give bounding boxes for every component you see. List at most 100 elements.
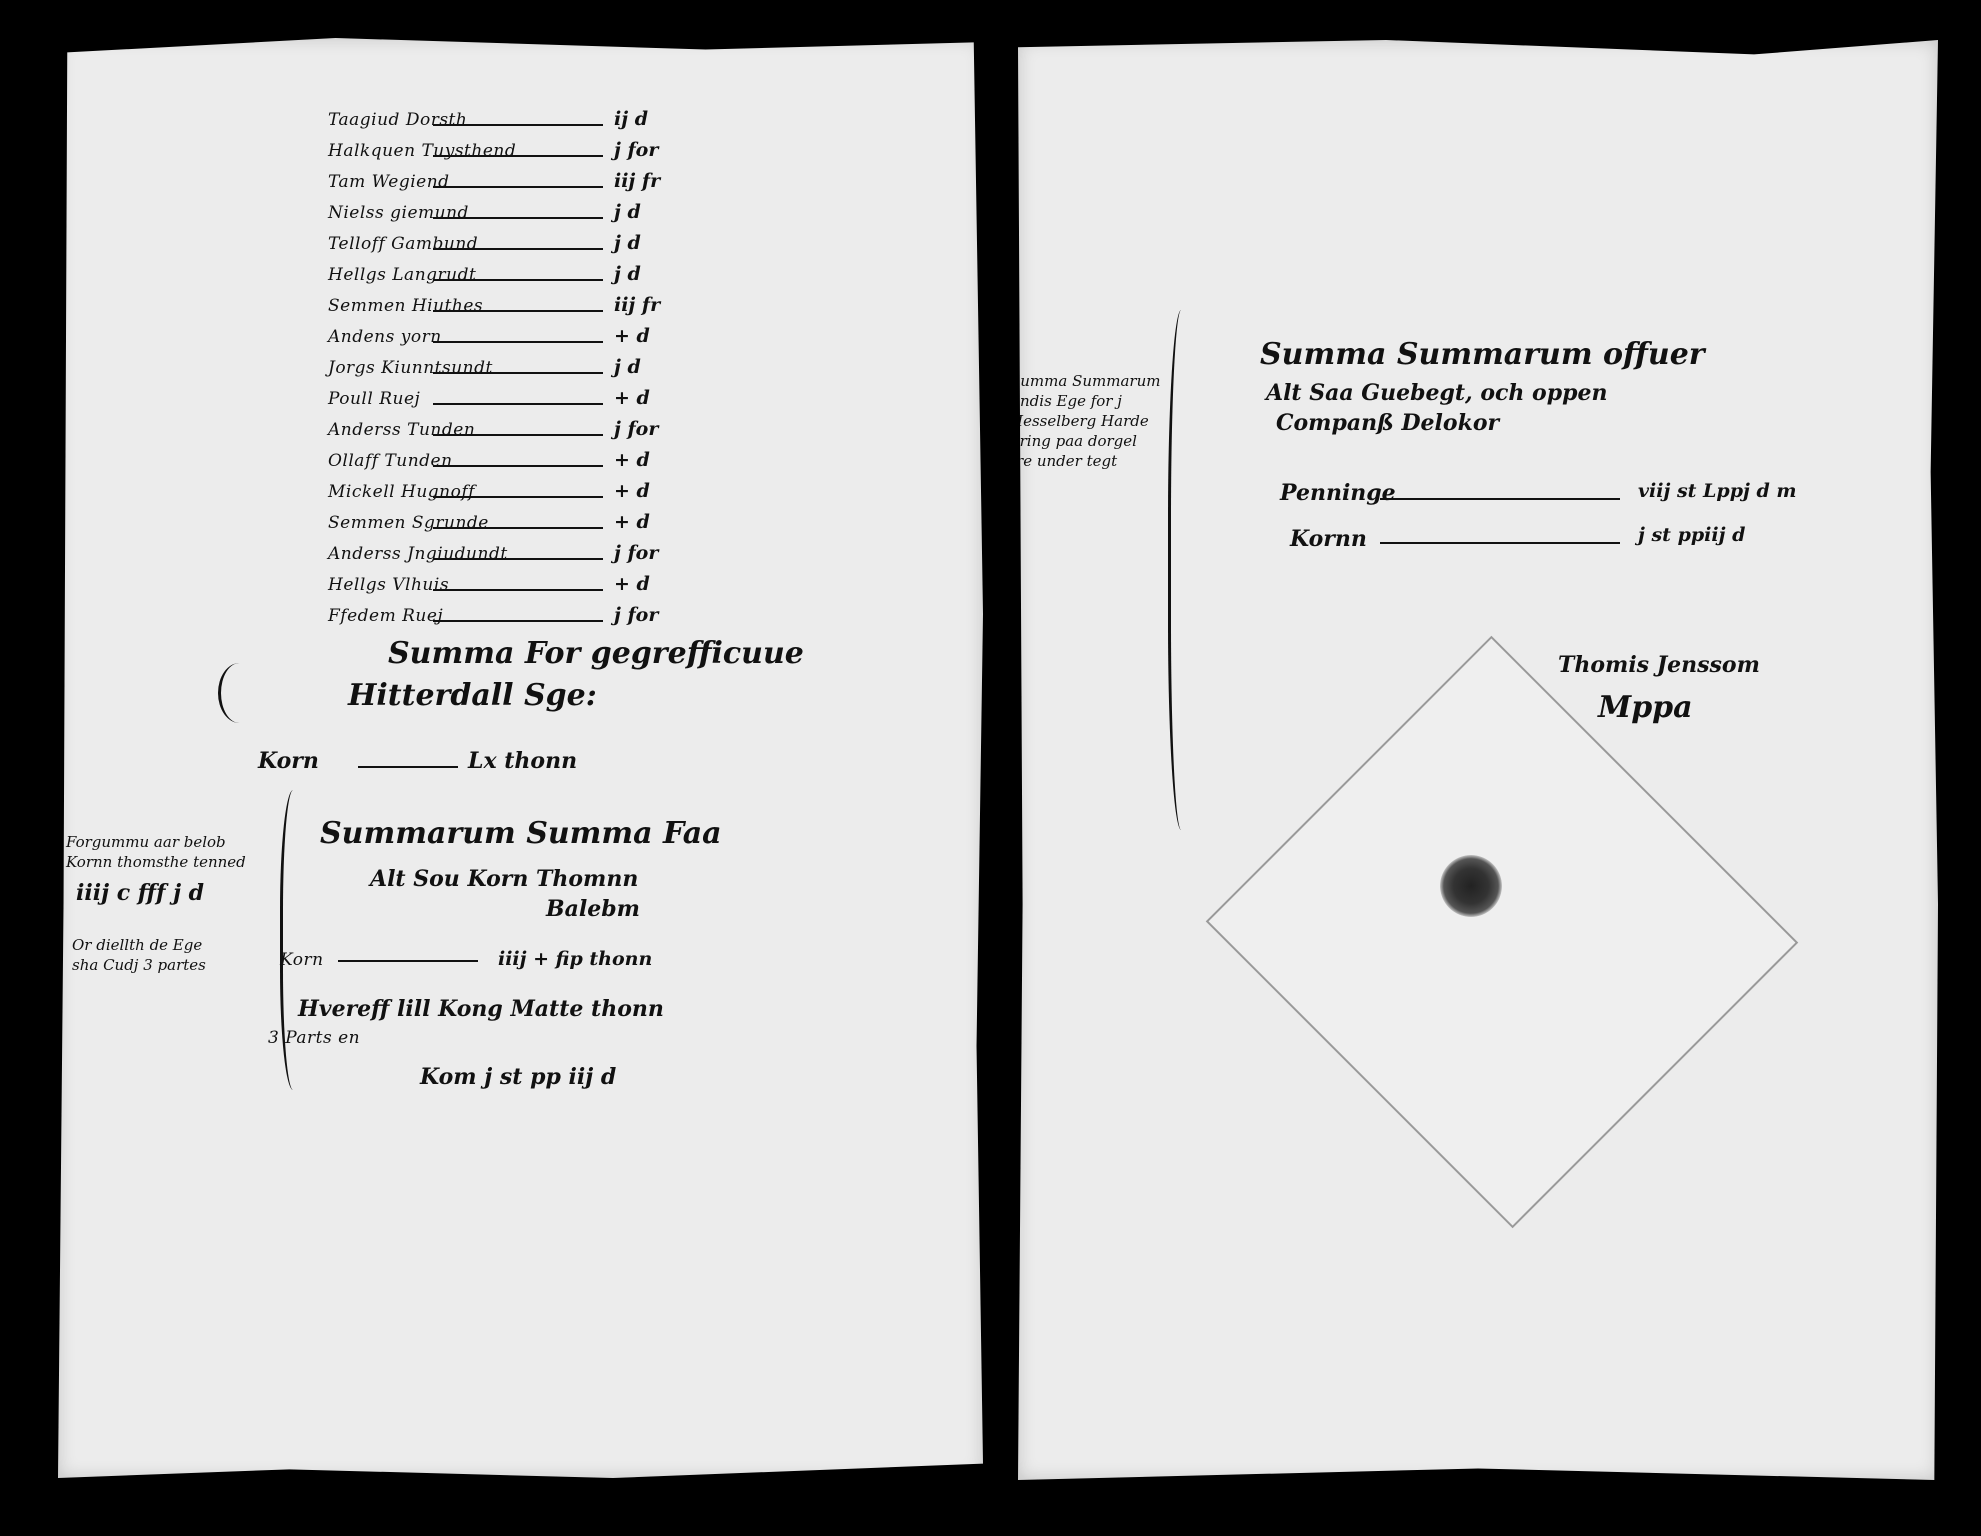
margin-note-3: Or diellth de Ege xyxy=(72,936,203,954)
entry-amount: j d xyxy=(614,232,641,254)
summarum-line-2: Alt Sou Korn Thomnn xyxy=(370,866,639,892)
side-note-5: tre under tegt xyxy=(1010,452,1118,470)
korn-rule xyxy=(358,766,458,768)
signature-2: Mppa xyxy=(1598,690,1693,725)
summarum-line-3: Balebm xyxy=(546,896,640,922)
row2-rule xyxy=(1380,542,1620,544)
entry-rule xyxy=(433,155,603,157)
entry-amount: iij fr xyxy=(614,294,661,316)
korn-line-label: Korn xyxy=(280,950,324,970)
ledger-entry: Ollaff Tunden + d xyxy=(58,449,983,479)
entry-amount: j for xyxy=(614,139,659,161)
entry-name: Taagiud Dorsth xyxy=(328,110,468,130)
entry-rule xyxy=(433,434,603,436)
entry-rule xyxy=(433,465,603,467)
ledger-entry: Semmen Sgrunde + d xyxy=(58,511,983,541)
entry-amount: j for xyxy=(614,542,659,564)
entry-amount: iij fr xyxy=(614,170,661,192)
row1-label: Penninge xyxy=(1280,480,1396,506)
entry-amount: j d xyxy=(614,356,641,378)
side-note-1: Summa Summarum xyxy=(1010,372,1161,390)
entry-rule xyxy=(433,186,603,188)
ledger-entry: Ffedem Ruej j for xyxy=(58,604,983,634)
korn-value: Lx thonn xyxy=(468,748,578,774)
ledger-entry: Mickell Hugnoff + d xyxy=(58,480,983,510)
ledger-entry: Taagiud Dorsth ij d xyxy=(58,108,983,138)
row2-value: j st ppiij d xyxy=(1638,524,1746,546)
entry-rule xyxy=(433,620,603,622)
entry-rule xyxy=(433,527,603,529)
entry-amount: ij d xyxy=(614,108,648,130)
korn-line-rule xyxy=(338,960,478,962)
row2-label: Kornn xyxy=(1290,526,1367,552)
entry-name: Semmen Hiuthes xyxy=(328,296,484,316)
margin-note-1: Forgummu aar belob xyxy=(66,833,226,851)
ledger-entry: Halkquen Tuysthend j for xyxy=(58,139,983,169)
wax-seal xyxy=(1440,855,1502,917)
entry-rule xyxy=(433,372,603,374)
entry-name: Jorgs Kiunntsundt xyxy=(328,358,493,378)
entry-amount: j for xyxy=(614,418,659,440)
ledger-entry: Jorgs Kiunntsundt j d xyxy=(58,356,983,386)
entry-rule xyxy=(433,279,603,281)
entry-amount: j d xyxy=(614,201,641,223)
ledger-entry: Telloff Gambund j d xyxy=(58,232,983,262)
entry-amount: + d xyxy=(614,325,650,347)
right-heading-2: Alt Saa Guebegt, och oppen xyxy=(1266,380,1608,406)
entry-name: Anderss Jngiudundt xyxy=(328,544,508,564)
entry-name: Poull Ruej xyxy=(328,389,421,409)
entry-amount: + d xyxy=(614,480,650,502)
summa-brace xyxy=(1168,310,1201,830)
entry-amount: + d xyxy=(614,511,650,533)
entry-amount: + d xyxy=(614,387,650,409)
side-note-4: bring paa dorgel xyxy=(1010,432,1137,450)
entry-amount: j for xyxy=(614,604,659,626)
entry-name: Telloff Gambund xyxy=(328,234,479,254)
ledger-entry: Hellgs Langrudt j d xyxy=(58,263,983,293)
entry-rule xyxy=(433,496,603,498)
row1-rule xyxy=(1380,498,1620,500)
summarum-line-1: Summarum Summa Faa xyxy=(320,816,722,851)
entry-rule xyxy=(433,589,603,591)
entry-amount: + d xyxy=(614,449,650,471)
entry-name: Ffedem Ruej xyxy=(328,606,444,626)
right-heading-1: Summa Summarum offuer xyxy=(1260,337,1705,372)
signature-1: Thomis Jenssom xyxy=(1558,652,1760,678)
entry-name: Hellgs Langrudt xyxy=(328,265,477,285)
entry-rule xyxy=(433,310,603,312)
entry-rule xyxy=(433,248,603,250)
entry-name: Mickell Hugnoff xyxy=(328,482,475,502)
entry-amount: j d xyxy=(614,263,641,285)
flourish-loop xyxy=(218,663,261,723)
ledger-entry: Hellgs Vlhuis + d xyxy=(58,573,983,603)
entry-name: Hellgs Vlhuis xyxy=(328,575,450,595)
entry-rule xyxy=(433,403,603,405)
left-page: Taagiud Dorsth ij d Halkquen Tuysthend j fo… xyxy=(58,38,983,1478)
entry-name: Semmen Sgrunde xyxy=(328,513,489,533)
korn-line-value: iiij + fip thonn xyxy=(498,948,653,970)
korn-label: Korn xyxy=(258,748,319,774)
summarum-brace xyxy=(280,790,313,1090)
entry-name: Anderss Tunden xyxy=(328,420,476,440)
entry-rule xyxy=(433,217,603,219)
margin-tally: iiij c fff j d xyxy=(76,880,205,906)
margin-note-2: Kornn thomsthe tenned xyxy=(66,853,246,871)
summa-heading-2: Hitterdall Sge: xyxy=(348,678,597,713)
row1-value: viij st Lppj d m xyxy=(1638,480,1797,502)
entry-name: Andens yorn xyxy=(328,327,442,347)
side-note-3: Hesselberg Harde xyxy=(1010,412,1149,430)
entry-name: Ollaff Tunden xyxy=(328,451,453,471)
final-line: Kom j st pp iij d xyxy=(420,1064,617,1090)
ledger-entry: Anderss Jngiudundt j for xyxy=(58,542,983,572)
entry-rule xyxy=(433,558,603,560)
entry-amount: + d xyxy=(614,573,650,595)
side-note-2: findis Ege for j xyxy=(1010,392,1122,410)
ledger-entry: Semmen Hiuthes iij fr xyxy=(58,294,983,324)
ledger-entry: Andens yorn + d xyxy=(58,325,983,355)
entry-rule xyxy=(433,341,603,343)
entry-name: Halkquen Tuysthend xyxy=(328,141,517,161)
ledger-entry: Anderss Tunden j for xyxy=(58,418,983,448)
ledger-entry: Poull Ruej + d xyxy=(58,387,983,417)
